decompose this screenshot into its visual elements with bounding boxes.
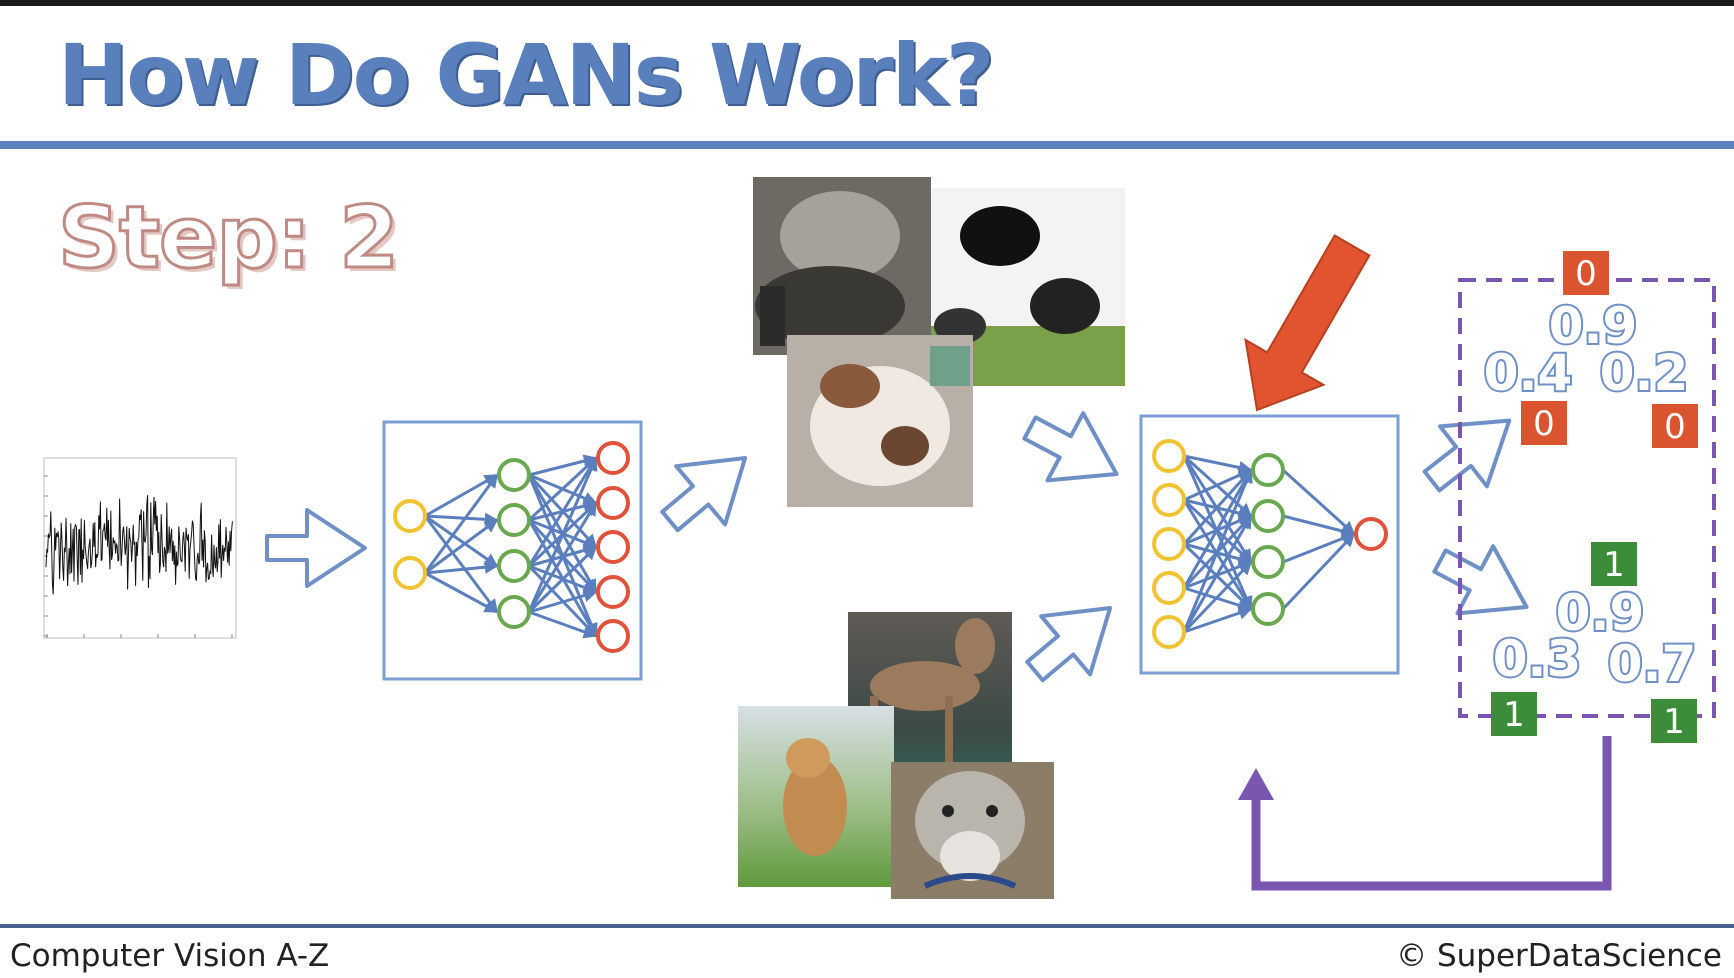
generated-image <box>787 335 973 507</box>
real-score: 0.7 <box>1608 635 1697 693</box>
real-image <box>891 762 1054 899</box>
real-images <box>738 612 1054 899</box>
network-node <box>1251 592 1285 626</box>
generated-image <box>931 188 1125 386</box>
svg-text:1: 1 <box>1663 702 1685 742</box>
network-node <box>1251 453 1285 487</box>
svg-text:0: 0 <box>1575 254 1597 294</box>
network-edge <box>528 610 598 639</box>
network-edge <box>527 501 598 613</box>
network-edge <box>1182 560 1253 634</box>
highlight-arrow-icon <box>1244 234 1371 412</box>
generated-badge: 0 <box>1563 251 1609 295</box>
network-node <box>1152 571 1186 605</box>
output-group-box <box>1458 278 1716 718</box>
network-node <box>497 549 531 583</box>
network-edge <box>1281 468 1356 536</box>
network-node <box>1354 517 1388 551</box>
svg-text:0: 0 <box>1533 404 1555 444</box>
real-badge: 1 <box>1591 542 1637 586</box>
network-edge <box>1182 468 1253 633</box>
title-divider <box>0 141 1734 149</box>
hollow-arrow-icon <box>1432 544 1529 616</box>
gan-diagram: 0.9 0.4 0.2 0 0 0 0.9 0.3 0.7 1 1 <box>43 177 1716 899</box>
hollow-arrow-icon <box>1025 606 1113 683</box>
hollow-arrow-icon <box>660 456 748 533</box>
slide-title: How Do GANs Work? <box>58 26 994 124</box>
svg-text:0: 0 <box>1664 407 1686 447</box>
network-edge <box>424 571 499 614</box>
generated-badge: 0 <box>1652 404 1698 448</box>
generator-network-icon <box>382 420 643 681</box>
real-score: 0.3 <box>1493 630 1582 688</box>
network-edge <box>1281 532 1356 611</box>
hollow-arrow-icon <box>1422 418 1512 493</box>
real-score: 0.9 <box>1556 584 1645 642</box>
network-node <box>497 503 531 537</box>
noise-plot-icon <box>43 457 237 639</box>
step-label: Step: 2 <box>56 187 400 290</box>
network-node <box>1251 499 1285 533</box>
network-edge <box>527 456 598 567</box>
network-edge <box>1183 454 1253 475</box>
network-node <box>497 458 531 492</box>
network-edge <box>424 518 499 575</box>
svg-text:1: 1 <box>1503 695 1525 735</box>
real-badge: 1 <box>1651 699 1697 743</box>
network-node <box>497 595 531 629</box>
generated-score: 0.4 <box>1484 344 1573 402</box>
network-node <box>596 486 630 520</box>
hollow-arrow-icon <box>1022 411 1119 483</box>
network-node <box>393 556 427 590</box>
network-node <box>1152 615 1186 649</box>
network-edge <box>423 473 499 574</box>
svg-text:1: 1 <box>1603 545 1625 585</box>
network-edge <box>527 456 598 613</box>
discriminator-network-icon <box>1139 414 1400 675</box>
network-edge <box>424 514 499 568</box>
network-node <box>1152 527 1186 561</box>
network-edge <box>424 560 499 575</box>
generated-images <box>753 177 1125 507</box>
footer-course: Computer Vision A-Z <box>10 938 330 974</box>
network-edge <box>528 589 598 614</box>
feedback-arrow-icon <box>1251 736 1612 891</box>
footer-divider <box>0 924 1734 928</box>
generated-badge: 0 <box>1521 401 1567 445</box>
real-badge: 1 <box>1491 692 1537 736</box>
network-node <box>1251 545 1285 579</box>
network-edge <box>1182 514 1253 633</box>
network-node <box>596 530 630 564</box>
generated-image <box>753 177 931 355</box>
generated-score: 0.9 <box>1549 297 1638 355</box>
generated-score: 0.2 <box>1600 344 1689 402</box>
network-node <box>596 441 630 475</box>
footer-copyright: © SuperDataScience <box>1396 938 1722 974</box>
network-node <box>596 619 630 653</box>
hollow-arrow-icon <box>265 508 367 588</box>
network-edge <box>1183 606 1253 634</box>
feedback-arrow-head <box>1238 768 1274 800</box>
real-image <box>738 706 894 887</box>
network-node <box>1152 483 1186 517</box>
network-node <box>596 575 630 609</box>
network-edge <box>1182 468 1253 589</box>
network-edge <box>527 545 598 614</box>
network-edge <box>423 515 499 614</box>
network-node <box>393 499 427 533</box>
network-node <box>1152 439 1186 473</box>
network-edge <box>1282 514 1356 538</box>
slide: How Do GANs Work? Step: 2 <box>0 6 1734 978</box>
